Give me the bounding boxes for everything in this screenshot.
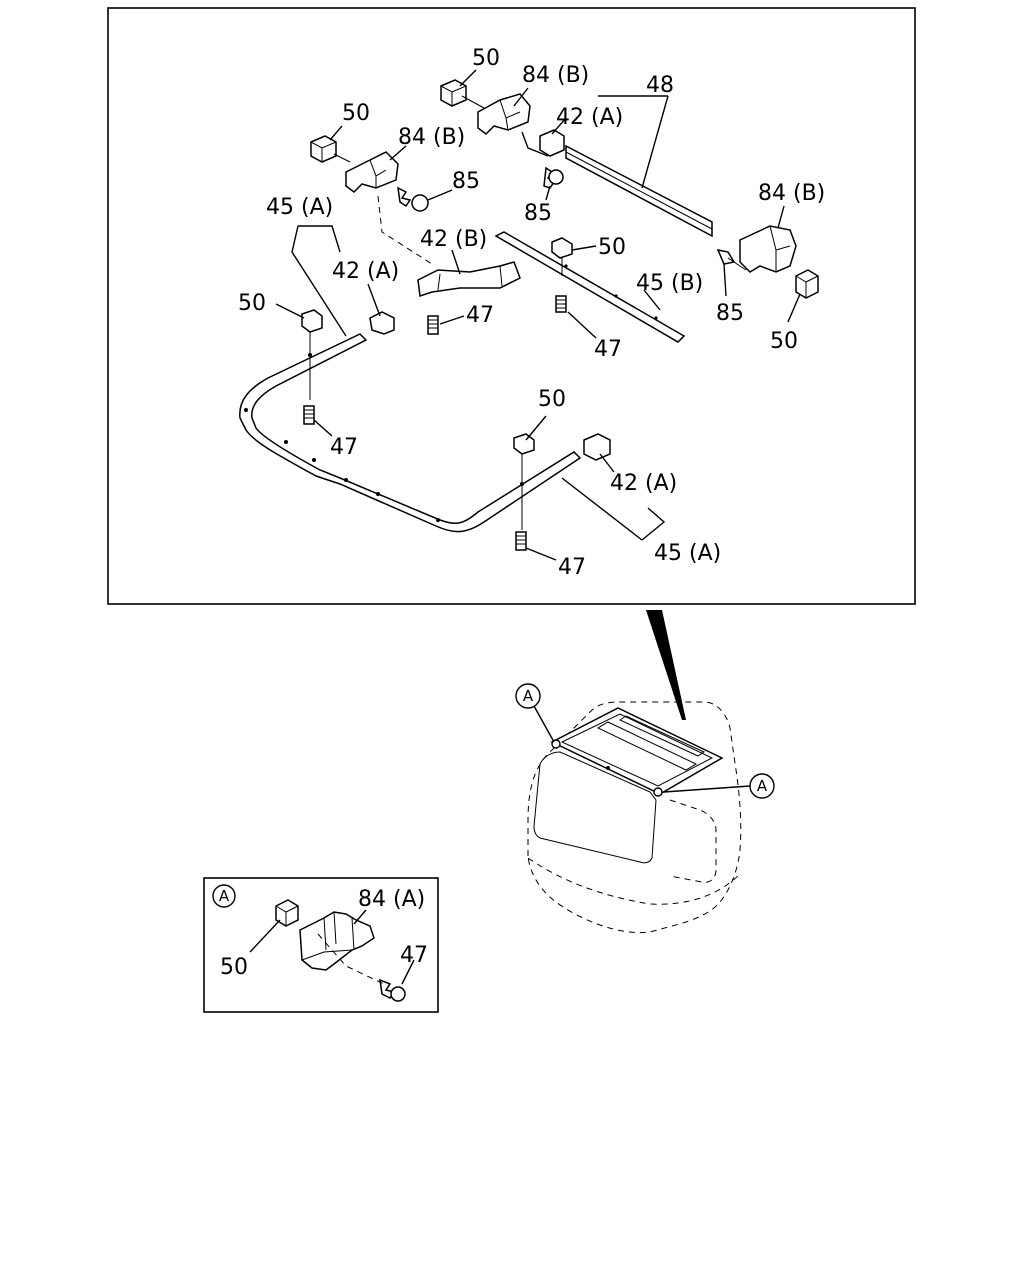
label-84b: 84 (B) xyxy=(758,181,825,206)
leader-lines xyxy=(275,69,801,561)
clip-50-top xyxy=(440,79,467,107)
screw-47-frame-right xyxy=(515,531,527,551)
label-50: 50 xyxy=(538,387,566,412)
label-42b: 42 (B) xyxy=(420,227,487,252)
label-42a: 42 (A) xyxy=(556,105,623,130)
roof-rail-48 xyxy=(565,144,713,238)
screw-47-middle xyxy=(427,315,439,335)
label-84b: 84 (B) xyxy=(522,63,589,88)
label-85: 85 xyxy=(452,169,480,194)
label-48: 48 xyxy=(646,73,674,98)
detail-clip-50 xyxy=(275,899,299,927)
detail-bracket-84a xyxy=(299,911,375,971)
bracket-84b-top xyxy=(477,93,531,135)
clip-50-frame-left xyxy=(301,309,323,333)
clip-42a-frame-right xyxy=(583,433,611,461)
bracket-42b xyxy=(417,261,521,298)
main-labels: 50 84 (B) 48 42 (A) 50 84 (B) 85 85 84 (… xyxy=(238,46,825,580)
label-85: 85 xyxy=(716,301,744,326)
screw-85-top xyxy=(543,166,564,189)
clip-50-rail45b xyxy=(551,237,573,259)
detail-a-marker-text: A xyxy=(219,887,230,905)
label-85: 85 xyxy=(524,201,552,226)
detail-a-marker: A xyxy=(212,884,236,908)
label-84b: 84 (B) xyxy=(398,125,465,150)
detail-label-50: 50 xyxy=(220,955,248,980)
label-50: 50 xyxy=(342,101,370,126)
label-42a: 42 (A) xyxy=(610,471,677,496)
screw-47-frame-left xyxy=(303,405,315,425)
screw-85-left xyxy=(397,186,429,212)
detail-label-84a: 84 (A) xyxy=(358,887,425,912)
screw-85-right xyxy=(716,248,747,271)
main-exploded-view: 50 84 (B) 48 42 (A) 50 84 (B) 85 85 84 (… xyxy=(107,7,916,605)
label-50: 50 xyxy=(770,329,798,354)
detail-a-frame xyxy=(203,877,439,1013)
label-42a: 42 (A) xyxy=(332,259,399,284)
label-50: 50 xyxy=(598,235,626,260)
clip-42a-frame-left xyxy=(369,311,395,335)
bracket-84b-left xyxy=(345,151,399,193)
clip-42a-top xyxy=(539,129,565,157)
rail-45a xyxy=(239,333,582,533)
detail-a-view: A 84 (A) 50 47 xyxy=(203,877,439,1013)
clip-50-frame-right xyxy=(513,433,535,455)
label-47: 47 xyxy=(330,435,358,460)
callout-a-right: A xyxy=(749,773,775,799)
callout-a-left: A xyxy=(515,683,541,709)
label-47: 47 xyxy=(466,303,494,328)
detail-label-47: 47 xyxy=(400,943,428,968)
vehicle-rear-view: A A xyxy=(515,683,775,934)
screw-47-rail45b xyxy=(555,295,567,313)
label-45b: 45 (B) xyxy=(636,271,703,296)
callout-a-left-text: A xyxy=(523,687,534,705)
clip-50-right xyxy=(795,269,819,299)
bracket-84b-right xyxy=(739,225,797,273)
detail-screw-47 xyxy=(379,978,406,1002)
label-50: 50 xyxy=(472,46,500,71)
label-50: 50 xyxy=(238,291,266,316)
label-47: 47 xyxy=(594,337,622,362)
label-45a: 45 (A) xyxy=(654,541,721,566)
rail-45b xyxy=(494,231,686,343)
main-view-frame xyxy=(107,7,916,605)
label-45a: 45 (A) xyxy=(266,195,333,220)
clip-50-left xyxy=(310,135,337,163)
view-pointer xyxy=(646,610,686,720)
callout-a-right-text: A xyxy=(757,777,768,795)
label-47: 47 xyxy=(558,555,586,580)
